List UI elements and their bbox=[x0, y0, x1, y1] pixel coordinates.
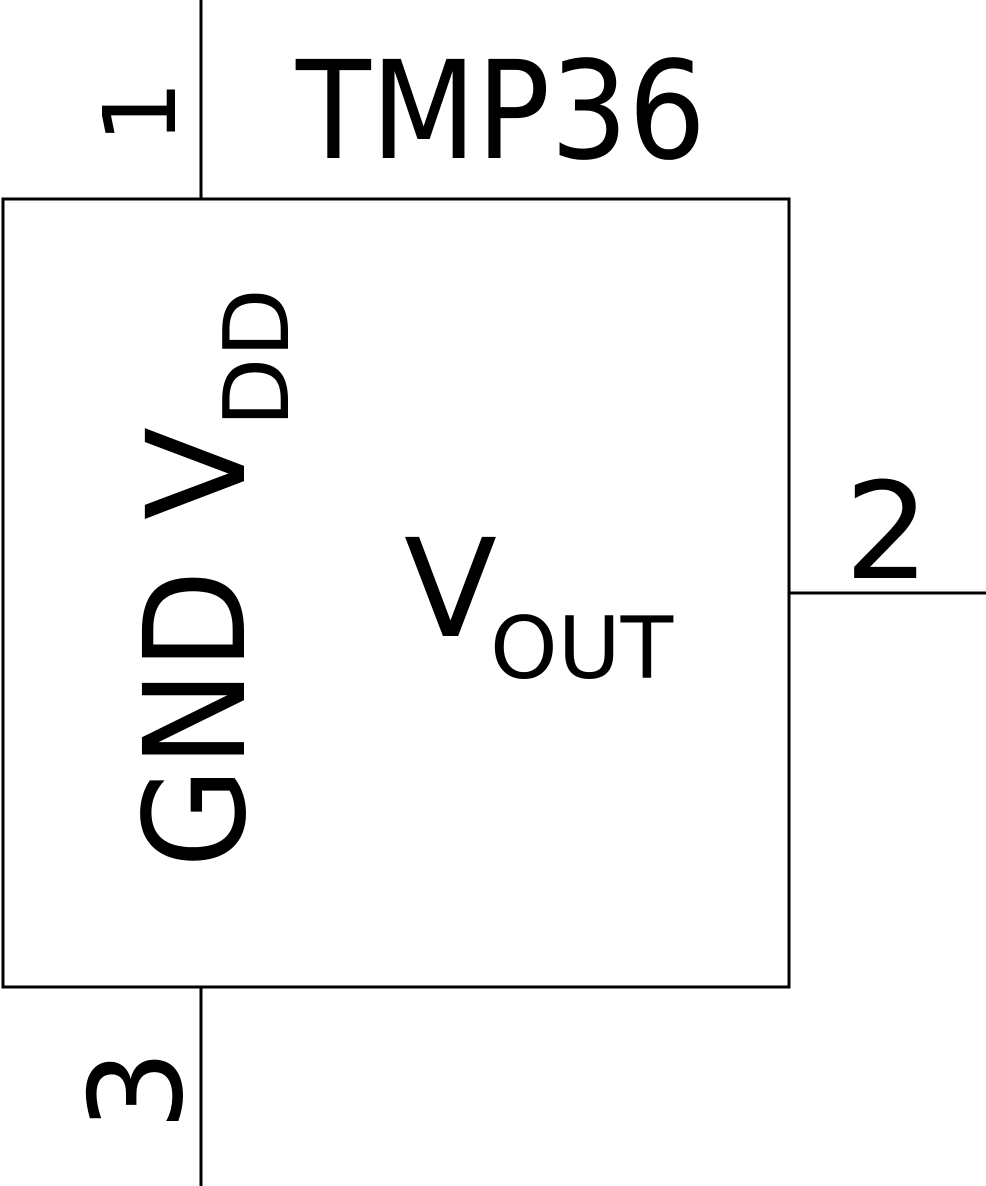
pin-1-number: 1 bbox=[82, 80, 199, 144]
pin-2-label-sub: OUT bbox=[490, 599, 674, 699]
pin-1-label-main: V bbox=[119, 427, 277, 520]
pin-2-label-main: V bbox=[404, 511, 497, 669]
component-body[interactable] bbox=[1, 197, 791, 989]
pin-1-label: VDD bbox=[119, 288, 310, 520]
pin-3-label: GND bbox=[115, 570, 278, 868]
pin-3-number: 3 bbox=[63, 1049, 212, 1130]
pin-2-number: 2 bbox=[844, 454, 929, 610]
pin-1-label-sub: DD bbox=[205, 288, 310, 427]
part-name: TMP36 bbox=[295, 33, 706, 191]
pin-2-label: VOUT bbox=[404, 511, 674, 699]
